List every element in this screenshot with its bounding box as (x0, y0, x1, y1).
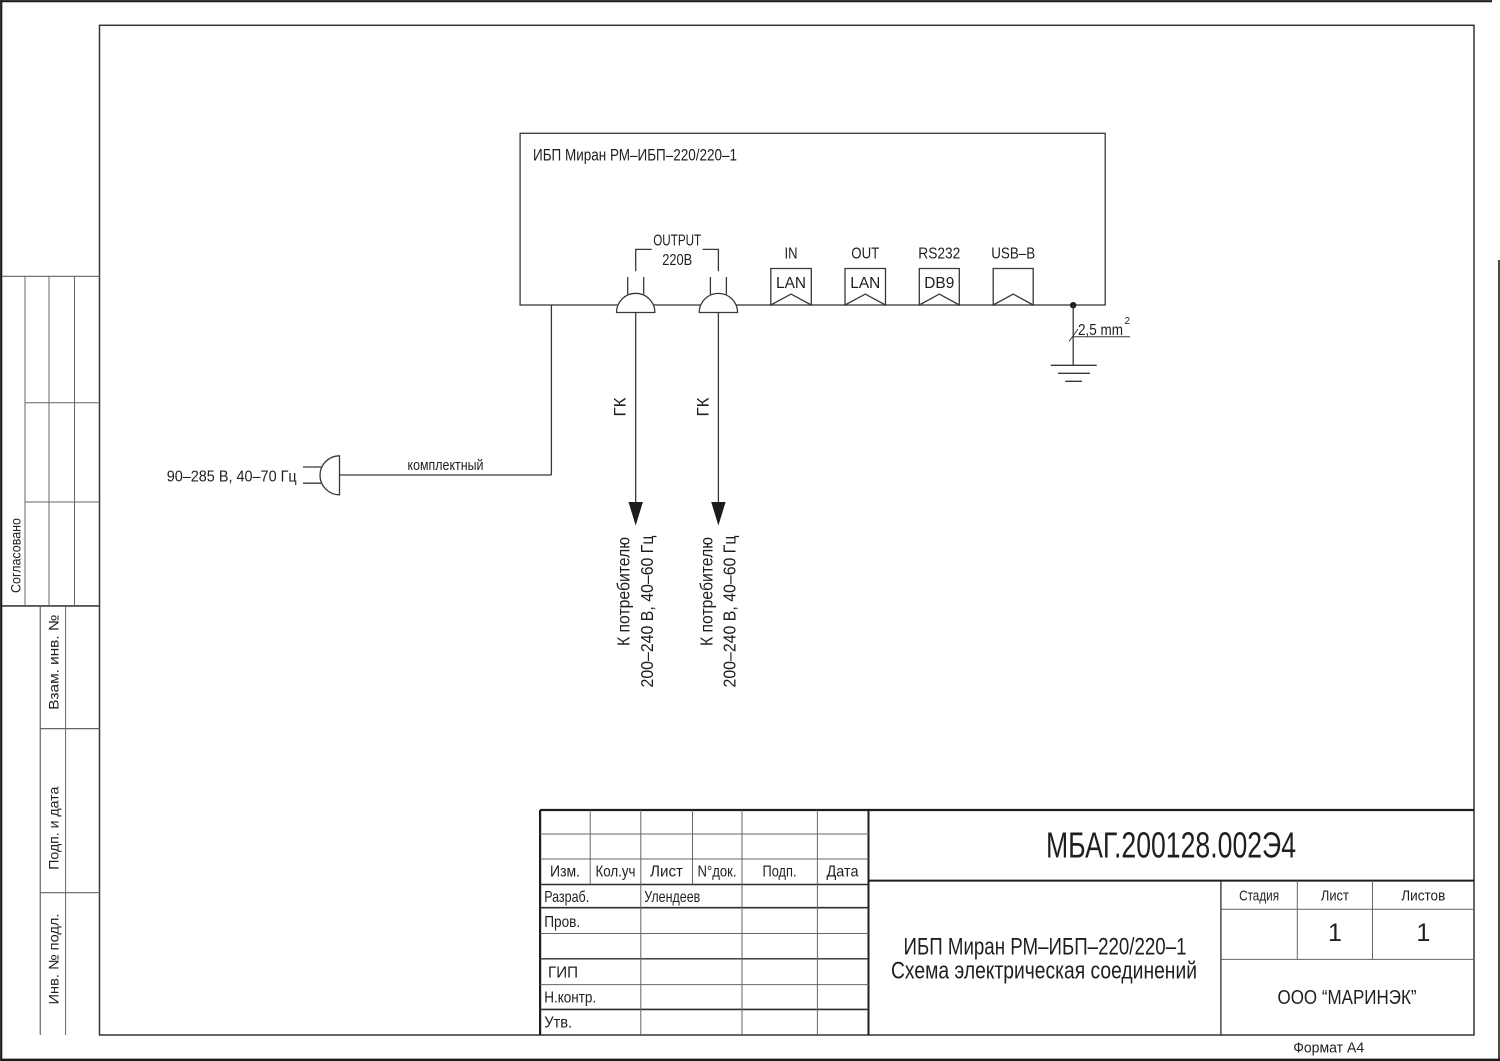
svg-text:Листов: Листов (1401, 888, 1445, 905)
svg-text:Лист: Лист (1321, 888, 1349, 905)
svg-text:Инв. № подл.: Инв. № подл. (46, 914, 62, 1005)
svg-text:2: 2 (1125, 316, 1131, 327)
svg-text:Подп.: Подп. (763, 864, 797, 881)
svg-text:200–240 В, 40–60 Гц: 200–240 В, 40–60 Гц (720, 536, 740, 688)
svg-text:ООО “МАРИНЭК”: ООО “МАРИНЭК” (1278, 987, 1417, 1009)
svg-text:Формат А4: Формат А4 (1293, 1040, 1364, 1057)
svg-text:ГИП: ГИП (548, 965, 578, 982)
svg-text:200–240 В, 40–60 Гц: 200–240 В, 40–60 Гц (637, 536, 657, 688)
svg-text:220В: 220В (662, 252, 692, 269)
svg-text:Взам. инв. №: Взам. инв. № (46, 615, 62, 710)
svg-text:RS232: RS232 (918, 246, 960, 263)
svg-text:МБАГ.200128.002Э4: МБАГ.200128.002Э4 (1046, 825, 1296, 866)
svg-text:Разраб.: Разраб. (544, 889, 589, 906)
svg-text:ИБП Миран РМ–ИБП–220/220–1: ИБП Миран РМ–ИБП–220/220–1 (904, 934, 1187, 961)
svg-text:1: 1 (1416, 919, 1430, 947)
svg-text:LAN: LAN (850, 275, 880, 292)
svg-text:90–285 В, 40–70 Гц: 90–285 В, 40–70 Гц (167, 469, 297, 486)
svg-text:Дата: Дата (827, 864, 859, 881)
svg-text:комплектный: комплектный (408, 458, 484, 474)
svg-text:Изм.: Изм. (550, 864, 580, 881)
svg-text:Н.контр.: Н.контр. (544, 990, 596, 1007)
svg-text:ГК: ГК (611, 397, 630, 416)
svg-text:К потребителю: К потребителю (614, 537, 634, 646)
svg-text:Стадия: Стадия (1239, 888, 1279, 905)
svg-text:1: 1 (1328, 919, 1342, 947)
svg-text:Утв.: Утв. (544, 1015, 572, 1032)
svg-text:Кол.уч: Кол.уч (596, 864, 636, 881)
svg-text:OUTPUT: OUTPUT (653, 233, 701, 250)
svg-text:OUT: OUT (851, 246, 879, 263)
svg-text:Подп. и дата: Подп. и дата (46, 786, 62, 869)
svg-text:IN: IN (785, 246, 798, 263)
svg-text:LAN: LAN (776, 275, 806, 292)
svg-text:Лист: Лист (650, 864, 684, 881)
svg-text:Пров.: Пров. (544, 914, 580, 931)
svg-text:ГК: ГК (694, 397, 713, 416)
svg-text:Согласовано: Согласовано (7, 518, 23, 593)
svg-text:ИБП Миран РМ–ИБП–220/220–1: ИБП Миран РМ–ИБП–220/220–1 (533, 146, 737, 165)
svg-text:Схема электрическая соединений: Схема электрическая соединений (891, 958, 1197, 985)
svg-text:К потребителю: К потребителю (696, 537, 716, 646)
svg-text:2,5 mm: 2,5 mm (1078, 322, 1123, 339)
svg-text:DB9: DB9 (924, 275, 954, 292)
svg-text:USB–B: USB–B (991, 246, 1035, 263)
svg-text:Улендеев: Улендеев (644, 889, 700, 906)
svg-text:N°док.: N°док. (698, 864, 737, 881)
